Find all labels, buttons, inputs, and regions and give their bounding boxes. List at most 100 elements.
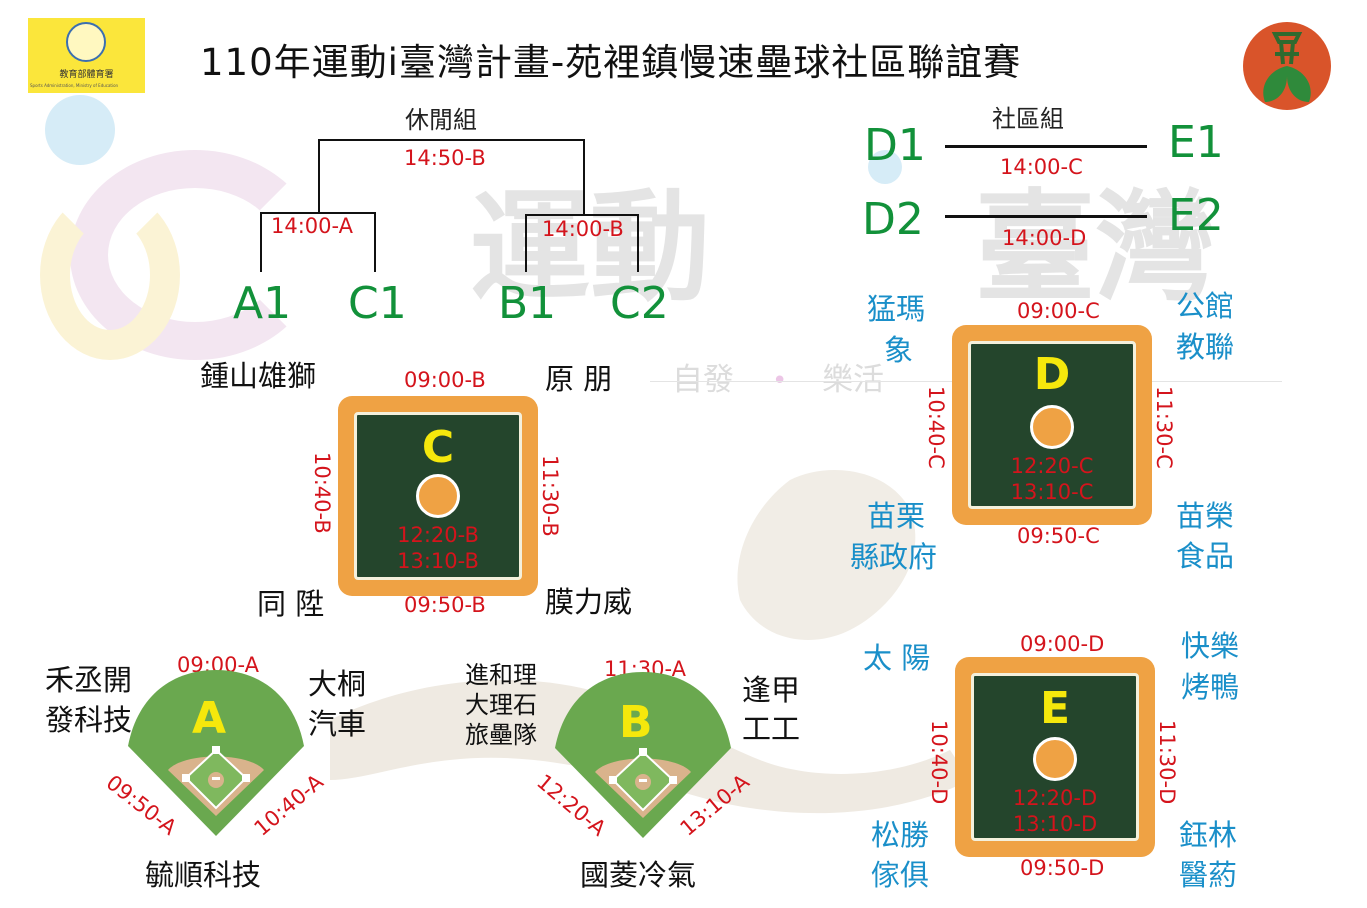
bracket-final-right-drop <box>583 139 585 215</box>
field-c-team-top-left: 鍾山雄獅 <box>200 359 317 393</box>
field-d-team-bottom-right-1: 苗榮 <box>1176 499 1235 533</box>
field-d-center-times: 12:20-C 13:10-C <box>952 453 1152 505</box>
field-d-letter: D <box>1033 349 1071 400</box>
field-b-team-top-right-2: 工工 <box>742 712 801 746</box>
field-a-letter: A <box>192 693 227 744</box>
seed-e2: E2 <box>1168 190 1224 241</box>
field-b-diamond <box>555 672 731 838</box>
field-e-time-left: 10:40-D <box>927 720 951 805</box>
community-match-2-time: 14:00-D <box>1002 226 1087 250</box>
field-e-team-top-right-2: 烤鴨 <box>1181 670 1240 704</box>
bracket-final-left-drop <box>318 139 320 213</box>
field-b-team-top-left-3: 旅壘隊 <box>465 721 537 749</box>
bracket-semi-left-drop-b <box>374 212 376 272</box>
watermark-text-right: 臺灣 <box>975 179 1215 318</box>
field-a-time-top: 09:00-A <box>177 653 260 677</box>
field-b-team-bottom: 國菱冷氣 <box>580 858 697 892</box>
watermark-swirl-yellow <box>40 190 180 360</box>
bracket-semi-right-drop-b <box>637 214 639 272</box>
field-e-team-bottom-left-1: 松勝 <box>871 818 930 852</box>
field-a-team-top-left-2: 發科技 <box>45 703 133 737</box>
field-d-team-top-right-1: 公館 <box>1176 289 1235 323</box>
field-d-time-bottom: 09:50-C <box>1017 524 1100 548</box>
seed-c2: C2 <box>610 278 669 329</box>
seed-e1: E1 <box>1168 117 1224 168</box>
field-c-center-time-2: 13:10-B <box>397 549 479 573</box>
bracket-semi-right-drop-a <box>525 214 527 272</box>
bracket-semi-left-drop-a <box>260 212 262 272</box>
seed-d1: D1 <box>864 120 926 171</box>
field-e-square: E 12:20-D 13:10-D <box>955 657 1155 857</box>
watermark-swirl-blue <box>45 95 115 165</box>
field-d-center-time-2: 13:10-C <box>1010 480 1094 504</box>
field-d-center-time-1: 12:20-C <box>1010 454 1094 478</box>
field-e-team-top-left: 太 陽 <box>863 641 931 675</box>
field-c-center-time-1: 12:20-B <box>397 523 479 547</box>
field-d-time-top: 09:00-C <box>1017 299 1100 323</box>
leisure-semi-left-time: 14:00-A <box>271 214 354 238</box>
seed-b1: B1 <box>498 278 557 329</box>
field-c-letter: C <box>421 422 455 473</box>
field-b-letter: B <box>619 697 653 748</box>
field-a-team-top-left-1: 禾丞開 <box>45 663 133 697</box>
field-d-team-top-right-2: 教聯 <box>1176 330 1235 364</box>
page-title: 110年運動i臺灣計畫-苑裡鎮慢速壘球社區聯誼賽 <box>200 41 1022 84</box>
field-a-team-bottom: 毓順科技 <box>145 858 262 892</box>
bracket-semi-left-line <box>260 212 376 214</box>
watermark-dot-blue <box>868 150 902 184</box>
logo-text-english: Sports Administration, Ministry of Educa… <box>30 83 119 88</box>
field-b-team-top-right-1: 逢甲 <box>742 673 801 707</box>
field-e-time-top: 09:00-D <box>1020 632 1105 656</box>
leisure-group-label: 休閒組 <box>405 106 477 134</box>
community-match-1-line <box>945 145 1147 148</box>
community-match-2-line <box>945 215 1147 218</box>
leisure-final-time: 14:50-B <box>404 146 486 170</box>
field-d-team-top-left-2: 象 <box>884 333 914 367</box>
field-e-team-bottom-right-1: 鈺林 <box>1179 818 1238 852</box>
field-e-letter: E <box>1039 683 1071 734</box>
field-c-mound <box>416 474 460 518</box>
logo-text-chinese: 教育部體育署 <box>59 70 114 80</box>
field-e-time-right: 11:30-D <box>1155 720 1179 805</box>
seed-d2: D2 <box>862 194 924 245</box>
field-c-team-top-right: 原 朋 <box>545 362 613 396</box>
field-d-square: D 12:20-C 13:10-C <box>952 325 1152 525</box>
field-d-mound <box>1030 405 1074 449</box>
field-c-center-times: 12:20-B 13:10-B <box>338 522 538 574</box>
watermark-slogan-1: 自發 <box>672 362 734 398</box>
field-c-time-left: 10:40-B <box>310 452 334 534</box>
township-emblem-icon <box>1243 22 1331 110</box>
community-match-1-time: 14:00-C <box>1000 155 1083 179</box>
field-e-center-times: 12:20-D 13:10-D <box>955 785 1155 837</box>
field-a-diamond <box>128 670 304 836</box>
logo-emblem <box>66 22 106 62</box>
field-d-team-bottom-left-2: 縣政府 <box>850 540 938 574</box>
field-e-team-bottom-right-2: 醫葯 <box>1179 858 1238 892</box>
bracket-final-top-line <box>318 139 585 141</box>
field-e-time-bottom: 09:50-D <box>1020 856 1105 880</box>
field-b-team-top-left-2: 大理石 <box>465 691 537 719</box>
leisure-semi-right-time: 14:00-B <box>542 217 624 241</box>
field-d-team-bottom-left-1: 苗栗 <box>867 499 926 533</box>
field-d-time-right: 11:30-C <box>1152 386 1176 469</box>
field-c-team-bottom-left: 同 陞 <box>257 587 325 621</box>
field-d-team-top-left-1: 猛瑪 <box>867 292 926 326</box>
field-a-team-top-right-2: 汽車 <box>308 707 367 741</box>
field-c-time-bottom: 09:50-B <box>404 593 486 617</box>
field-e-team-top-right-1: 快樂 <box>1181 629 1240 663</box>
field-d-time-left: 10:40-C <box>924 386 948 469</box>
seed-c1: C1 <box>348 278 407 329</box>
field-a-team-top-right-1: 大桐 <box>308 667 367 701</box>
field-e-center-time-2: 13:10-D <box>1012 812 1098 836</box>
field-c-time-top: 09:00-B <box>404 368 486 392</box>
field-d-team-bottom-right-2: 食品 <box>1176 539 1235 573</box>
field-c-time-right: 11:30-B <box>538 455 562 537</box>
watermark-text-left: 運動 <box>470 179 710 318</box>
bracket-semi-right-line <box>525 214 639 216</box>
sports-administration-logo: 教育部體育署 Sports Administration, Ministry o… <box>28 18 145 93</box>
field-e-center-time-1: 12:20-D <box>1012 786 1098 810</box>
field-e-mound <box>1033 737 1077 781</box>
field-c-square: C 12:20-B 13:10-B <box>338 396 538 596</box>
field-e-team-bottom-left-2: 傢俱 <box>871 858 930 892</box>
community-group-label: 社區組 <box>992 105 1064 133</box>
